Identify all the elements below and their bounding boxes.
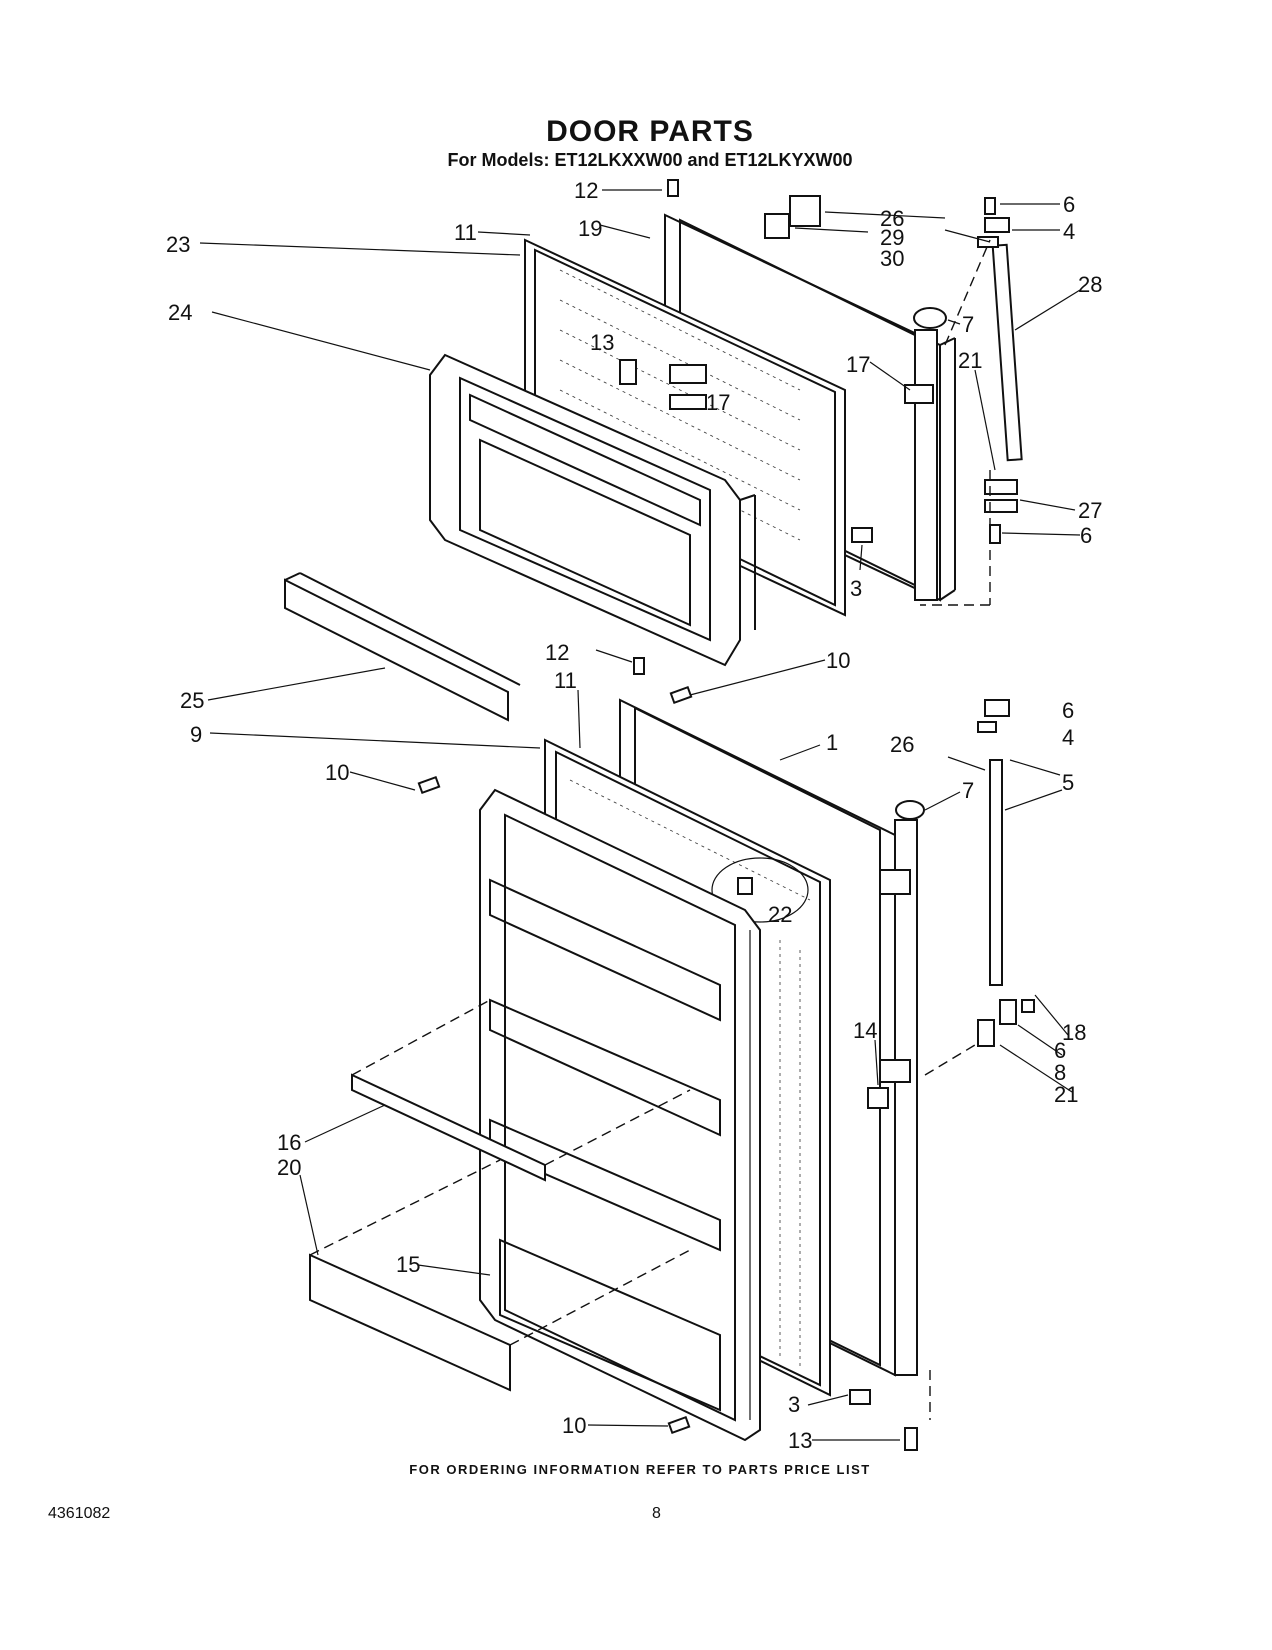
fresh-food-door-liner — [479, 788, 761, 1442]
callout-7-upper: 7 — [962, 312, 974, 337]
callout-16: 16 — [277, 1130, 301, 1155]
freezer-shelf-rail — [284, 572, 521, 722]
pad-part-26 — [789, 195, 821, 227]
fresh-food-hinge-assembly — [849, 699, 1035, 1451]
door-shelf-bar-16 — [351, 999, 691, 1182]
page-number: 8 — [652, 1505, 661, 1522]
callout-4-upper: 4 — [1063, 219, 1075, 244]
callout-8: 8 — [1054, 1060, 1066, 1085]
page-title: DOOR PARTS — [546, 115, 754, 148]
callout-13-lower: 13 — [788, 1428, 812, 1453]
door-shelf-bar-20 — [309, 1159, 691, 1392]
callout-11-lower: 11 — [554, 668, 577, 693]
callout-11-upper: 11 — [454, 220, 477, 245]
callout-29: 29 — [880, 225, 904, 250]
callout-18: 18 — [1062, 1020, 1086, 1045]
ordering-note: FOR ORDERING INFORMATION REFER TO PARTS … — [409, 1462, 871, 1477]
callout-13-upper: 13 — [590, 330, 614, 355]
freezer-latch-bracket — [619, 359, 707, 410]
callout-10-top: 10 — [826, 648, 850, 673]
callout-6-d: 6 — [1054, 1038, 1066, 1063]
callout-3-upper: 3 — [850, 576, 862, 601]
screw-part-12-lower — [633, 657, 645, 675]
screw-part-10-top — [669, 685, 693, 705]
callout-26-lower: 26 — [890, 732, 914, 757]
callout-17-inner: 17 — [706, 390, 730, 415]
callout-5: 5 — [1062, 770, 1074, 795]
screw-part-12-upper — [667, 179, 679, 197]
screw-part-10-bottom — [667, 1415, 691, 1435]
callout-12-upper: 12 — [574, 178, 598, 203]
callout-22: 22 — [768, 902, 792, 927]
pad-part-29-30 — [764, 213, 790, 239]
callout-4-lower: 4 — [1062, 725, 1074, 750]
callout-10-bottom: 10 — [562, 1413, 586, 1438]
leader-lines — [199, 189, 1081, 1441]
screw-part-10-left — [417, 775, 441, 795]
callout-17-hinge: 17 — [846, 352, 870, 377]
callout-7-lower: 7 — [962, 778, 974, 803]
callout-30: 30 — [880, 246, 904, 271]
callout-6-b: 6 — [1080, 523, 1092, 548]
callout-12-lower: 12 — [545, 640, 569, 665]
callout-6-c: 6 — [1062, 698, 1074, 723]
callout-20: 20 — [277, 1155, 301, 1180]
callout-3-lower: 3 — [788, 1392, 800, 1417]
callout-14: 14 — [853, 1018, 877, 1043]
callout-27: 27 — [1078, 498, 1102, 523]
part-callouts: 12 11 19 23 26 29 30 6 4 28 24 13 17 7 1… — [166, 178, 1102, 1453]
document-number: 4361082 — [48, 1505, 111, 1522]
callout-23: 23 — [166, 232, 190, 257]
callout-25: 25 — [180, 688, 204, 713]
model-subtitle: For Models: ET12LKXXW00 and ET12LKYXW00 — [447, 150, 853, 170]
callout-24: 24 — [168, 300, 192, 325]
callout-9: 9 — [190, 722, 202, 747]
callout-15: 15 — [396, 1252, 420, 1277]
callout-19: 19 — [578, 216, 602, 241]
callout-26-upper: 26 — [880, 206, 904, 231]
callout-21-lower: 21 — [1054, 1082, 1078, 1107]
callout-28: 28 — [1078, 272, 1102, 297]
callout-10-left: 10 — [325, 760, 349, 785]
freezer-door-liner — [429, 353, 756, 667]
callout-21-upper: 21 — [958, 348, 982, 373]
callout-1: 1 — [826, 730, 838, 755]
callout-6-a: 6 — [1063, 192, 1075, 217]
